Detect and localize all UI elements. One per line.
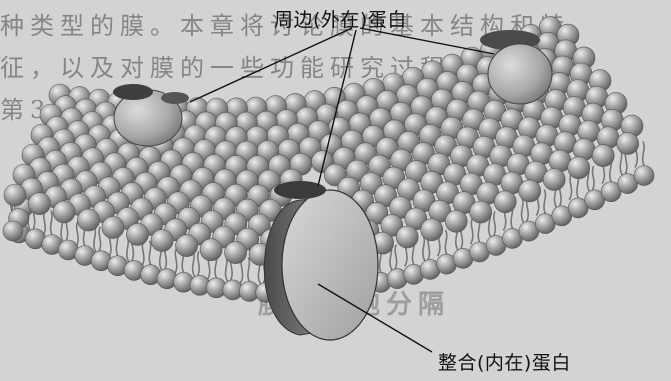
lipid-head xyxy=(4,184,26,206)
lipid-tail xyxy=(51,210,53,236)
label-peripheral-protein: 周边(外在)蛋白 xyxy=(274,5,407,32)
lipid-head xyxy=(519,180,541,202)
lipid-head xyxy=(29,193,51,215)
lipid-head xyxy=(102,217,124,239)
lipid-tail xyxy=(620,150,622,176)
lipid-head xyxy=(617,133,639,155)
lipid-head xyxy=(151,230,173,252)
lipid-head xyxy=(470,201,492,223)
lipid-tail xyxy=(643,141,645,167)
lipid-tail xyxy=(248,257,250,283)
lipid-tail xyxy=(592,166,594,192)
lipid-tail xyxy=(493,211,495,237)
lipid-head xyxy=(543,169,565,191)
lipid-head xyxy=(200,239,222,261)
lipid-tail xyxy=(193,251,195,277)
lipid-head xyxy=(568,157,590,179)
lipid-tail xyxy=(544,190,546,216)
lipid-head xyxy=(3,221,23,241)
lipid-tail xyxy=(149,241,151,267)
lipid-tail xyxy=(569,174,571,200)
lipid-head xyxy=(225,242,247,264)
label-integral-protein: 整合(内在)蛋白 xyxy=(438,348,571,375)
lipid-head xyxy=(445,210,467,232)
lipid-tail xyxy=(423,235,425,261)
lipid-head xyxy=(176,235,198,257)
lipid-tail xyxy=(445,230,447,256)
lipid-head xyxy=(494,191,516,213)
lipid-head xyxy=(53,201,75,223)
lipid-head xyxy=(421,219,443,241)
lipid-head xyxy=(634,166,654,186)
lipid-head xyxy=(592,145,614,167)
lipid-tail xyxy=(197,251,199,277)
lipid-tail xyxy=(394,245,396,271)
lipid-tail xyxy=(98,227,100,253)
lipid-tail xyxy=(174,248,176,274)
lipid-head xyxy=(78,209,100,231)
lipid-tail xyxy=(471,218,473,244)
lipid-head xyxy=(127,223,149,245)
lipid-head xyxy=(396,226,418,248)
lipid-tail xyxy=(522,197,524,223)
lipid-tail xyxy=(94,227,96,253)
